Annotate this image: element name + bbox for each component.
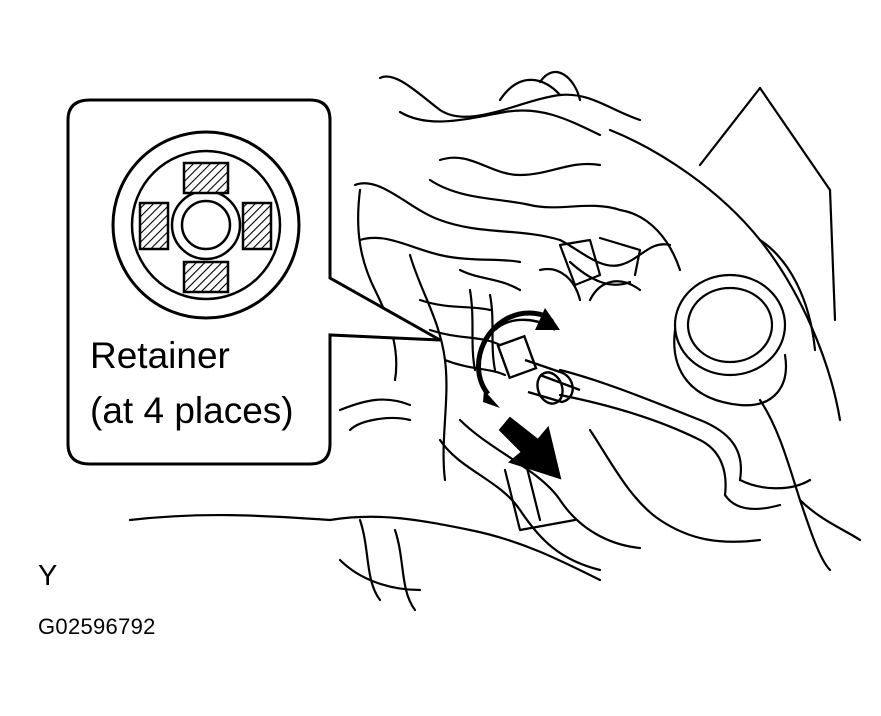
pipe-connector	[494, 318, 581, 405]
view-letter: Y	[38, 560, 58, 592]
retainer-detail	[111, 130, 301, 320]
retainer-tab-top	[182, 161, 230, 195]
callout-label-retainer: Retainer	[90, 335, 230, 376]
figure-code: G02596792	[38, 614, 156, 639]
retainer-hub-inner	[180, 199, 232, 251]
retainer-tab-left	[138, 201, 170, 251]
pull-direction-arrow-icon	[498, 416, 562, 480]
rotation-arrow-icon	[475, 308, 560, 408]
retainer-tab-right	[241, 201, 273, 251]
retainer-tab-bottom	[182, 260, 230, 294]
callout-label-places: (at 4 places)	[90, 390, 294, 431]
